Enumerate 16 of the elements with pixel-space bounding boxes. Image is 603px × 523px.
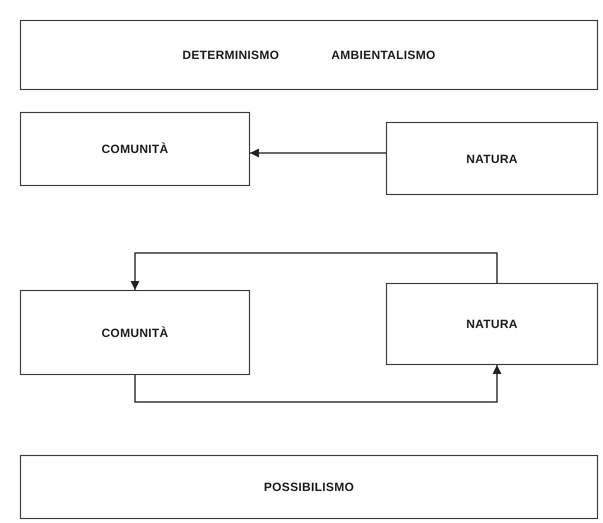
concept-box — [20, 20, 598, 90]
box-label: NATURA — [466, 152, 518, 166]
arrow — [130, 252, 498, 290]
concept-box — [20, 290, 250, 375]
concept-box — [386, 283, 598, 365]
concept-box — [20, 112, 250, 186]
arrow — [250, 148, 386, 158]
concept-box — [386, 122, 598, 195]
box-label: COMUNITÀ — [101, 142, 169, 156]
concept-box — [20, 455, 598, 519]
arrow — [134, 365, 502, 403]
box-label: AMBIENTALISMO — [331, 48, 436, 62]
box-label: DETERMINISMO — [182, 48, 280, 62]
box-label: POSSIBILISMO — [264, 480, 354, 494]
box-label: COMUNITÀ — [101, 326, 169, 340]
box-label: NATURA — [466, 317, 518, 331]
